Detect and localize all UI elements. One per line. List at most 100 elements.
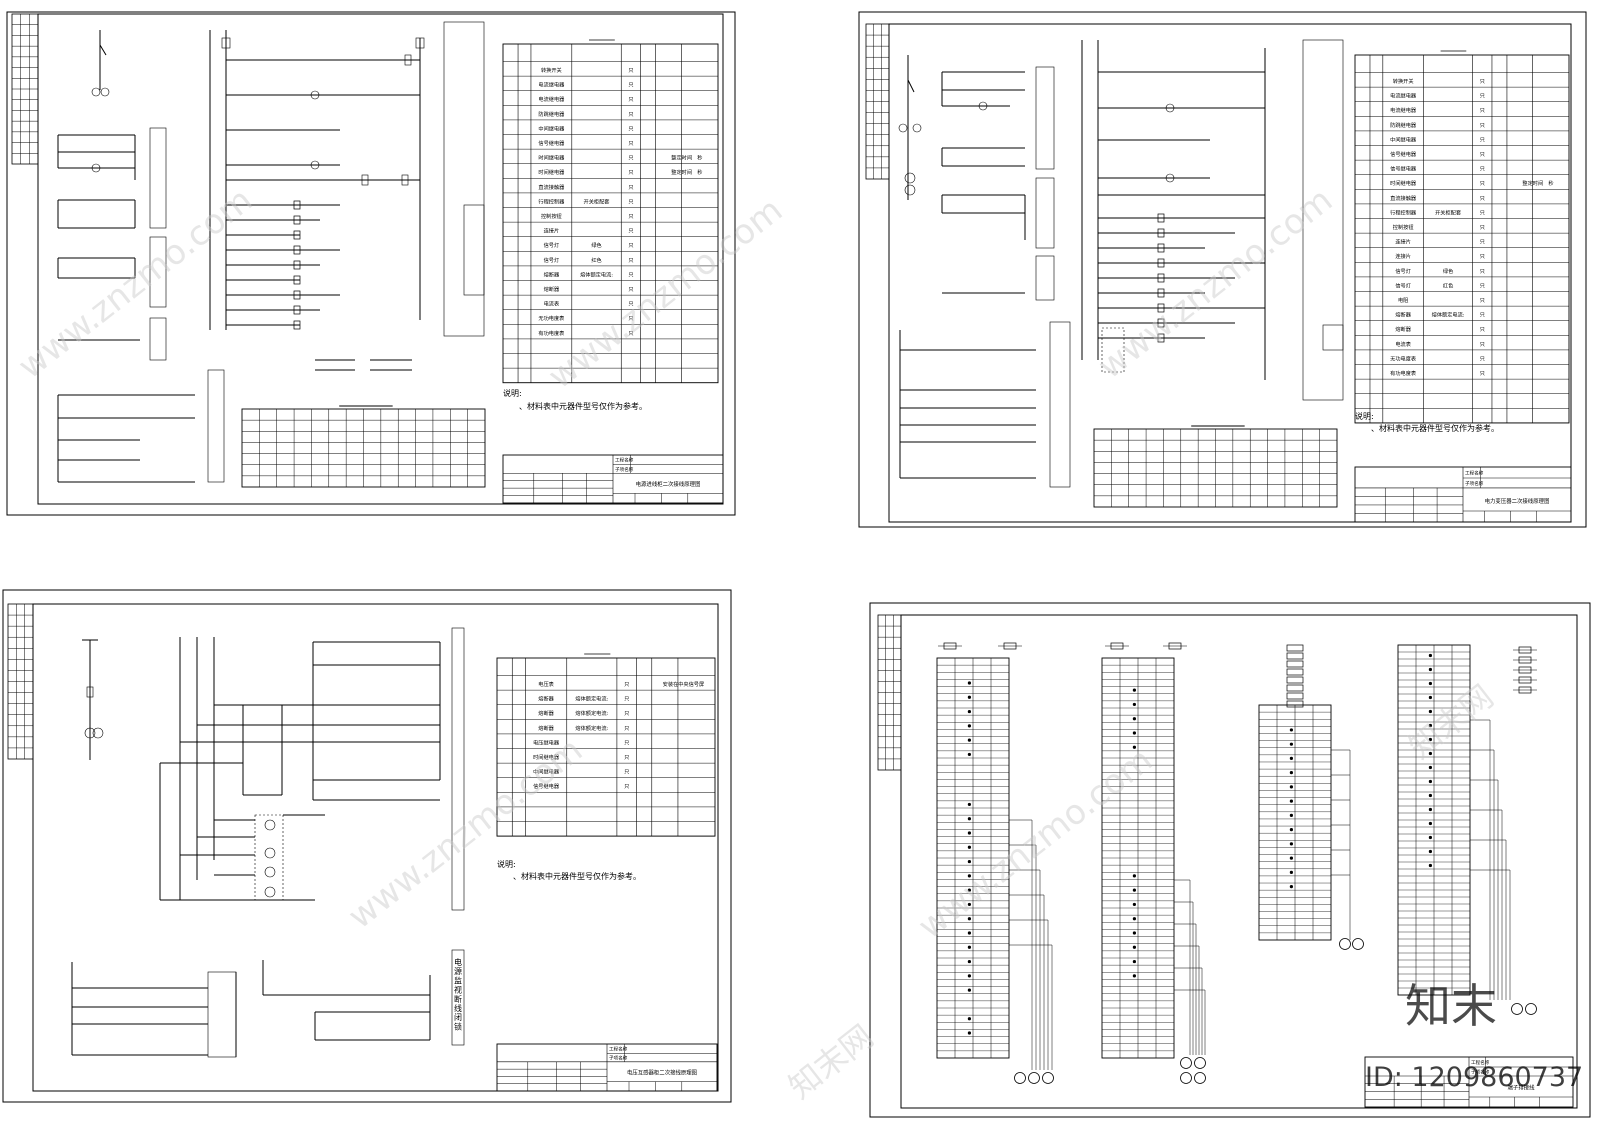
terminal-dot — [1428, 821, 1432, 826]
terminal-dot — [1132, 717, 1136, 721]
sheet-4-terminal-strips — [936, 642, 1537, 1084]
cell-text: 只 — [1480, 78, 1485, 85]
cell-text: 只 — [628, 257, 633, 264]
cell-text: 只 — [628, 286, 633, 293]
terminal-circle — [1014, 1072, 1026, 1084]
cell-text: 工程名称 — [1471, 1059, 1490, 1066]
terminal-dot — [1289, 828, 1293, 832]
sheet-1-note-title: 说明: — [503, 388, 522, 398]
component-symbol — [1286, 676, 1304, 684]
cell-text: 只 — [628, 140, 633, 147]
watermark-brand-2: 知末网 — [1402, 677, 1501, 766]
terminal-dot — [967, 752, 972, 757]
watermark-site-2: www.znzmo.com — [541, 190, 790, 397]
terminal-dot — [967, 874, 972, 878]
cell-text: 只 — [1480, 151, 1485, 158]
terminal-dot — [967, 681, 972, 685]
cell-text: 电流继电器 — [1390, 92, 1417, 100]
cell-text: 时间继电器 — [538, 168, 565, 176]
terminal-dot — [1428, 793, 1432, 798]
cell-text: 工程名称 — [615, 457, 634, 464]
cell-text: 只 — [1480, 209, 1485, 216]
terminal-circle — [1352, 938, 1364, 950]
sheet-2-note-title: 说明: — [1355, 411, 1374, 421]
sheet-2-left-strip — [865, 23, 890, 180]
cell-text: 熔断器 — [538, 709, 554, 717]
sheet-1-inner-frame — [37, 13, 724, 505]
terminal-dot — [1428, 751, 1432, 756]
table-frame — [1354, 54, 1570, 424]
cell-text: 熔断器 — [544, 285, 560, 293]
cell-text: 只 — [1480, 268, 1485, 275]
terminal-dot — [1428, 765, 1432, 770]
sheet-2-schematic — [898, 39, 1344, 488]
cell-text: 转换开关 — [1393, 77, 1414, 85]
cell-text: 电压继电器 — [533, 738, 560, 746]
cell-text: 中间继电器 — [538, 124, 565, 132]
terminal-dot — [1132, 731, 1136, 735]
sheet-4-left-strip — [877, 614, 902, 771]
terminal-circle — [1042, 1072, 1054, 1084]
sheet-2-note-text: 、材料表中元器件型号仅作为参考。 — [1371, 423, 1499, 433]
cell-text: 控制按钮 — [541, 212, 562, 220]
cell-text: 只 — [628, 242, 633, 249]
cell-text: 只 — [1480, 297, 1485, 304]
terminal-dot — [1132, 974, 1136, 978]
cell-text: 只 — [628, 169, 633, 176]
cell-text: 工程名称 — [609, 1046, 628, 1053]
terminal-circle — [1194, 1072, 1206, 1084]
cell-text: 只 — [624, 783, 629, 790]
terminal-dot — [967, 859, 972, 864]
terminal-dot — [967, 724, 972, 728]
cell-text: 只 — [628, 271, 633, 278]
cell-text: 整定时间 秒 — [671, 154, 702, 162]
terminal-dot — [967, 931, 972, 935]
cell-text: 熔体额定电流: — [575, 724, 608, 732]
terminal-dot — [967, 974, 972, 978]
cell-text: 无功电度表 — [1390, 354, 1417, 362]
sheet-1-frame — [6, 11, 736, 516]
watermark-layer: www.znzmo.com www.znzmo.com www.znzmo.co… — [11, 180, 1583, 1106]
terminal-dot — [967, 802, 972, 807]
sheet-3-left-strip — [7, 603, 34, 760]
cell-text: 熔断器 — [544, 270, 560, 278]
cell-text: 子项名称 — [615, 466, 634, 473]
terminal-dot — [1132, 931, 1136, 935]
sheet-4-frame — [869, 602, 1591, 1118]
cell-text: 只 — [1480, 224, 1485, 231]
terminal-circle — [1180, 1072, 1192, 1084]
sheet-3-inner-frame — [32, 603, 719, 1092]
cell-text: 信号继电器 — [538, 139, 565, 147]
terminal-dot — [1289, 842, 1293, 846]
relay-coil — [293, 275, 301, 285]
terminal-circle — [1194, 1057, 1206, 1069]
terminal-dot — [1132, 902, 1136, 907]
cell-text: 只 — [1480, 136, 1485, 143]
cell-text: 只 — [1480, 166, 1485, 173]
cell-text: 连接片 — [544, 227, 560, 235]
watermark-site-4: www.znzmo.com — [341, 730, 590, 937]
component-symbol — [1286, 660, 1304, 668]
terminal-dot — [967, 959, 972, 964]
watermark-id: ID: 1209860737 — [1365, 1062, 1583, 1093]
terminal-dot — [967, 845, 972, 849]
cell-text: 时间继电器 — [1390, 179, 1417, 187]
sheet-3: 电源监视断线闭锁 电压表只安装在中央信号屏熔断器熔体额定电流:只熔断器熔体额定电… — [2, 589, 732, 1103]
terminal-dot — [1428, 709, 1432, 714]
cell-text: 直流接触器 — [538, 183, 565, 191]
cell-text: 行程控制器 — [1390, 208, 1417, 216]
cell-text: 只 — [1480, 195, 1485, 202]
cell-text: 只 — [624, 681, 629, 688]
sheet-2-material-table: 转换开关只电流继电器只电流继电器只防跳继电器只中间继电器只信号继电器只信号继电器… — [1354, 50, 1570, 424]
sheet-1-bottom-grid — [241, 405, 486, 488]
cell-text: 只 — [1480, 326, 1485, 333]
terminal-dot — [1428, 723, 1432, 728]
cell-text: 电压表 — [538, 680, 554, 688]
terminal-dot — [1428, 863, 1432, 868]
cell-text: 开关柜配套 — [584, 197, 611, 205]
terminal-dot — [1132, 917, 1136, 921]
cell-text: 电压互感器柜二次接线原理图 — [627, 1069, 697, 1077]
cell-text: 只 — [1480, 239, 1485, 246]
cell-text: 只 — [628, 125, 633, 132]
